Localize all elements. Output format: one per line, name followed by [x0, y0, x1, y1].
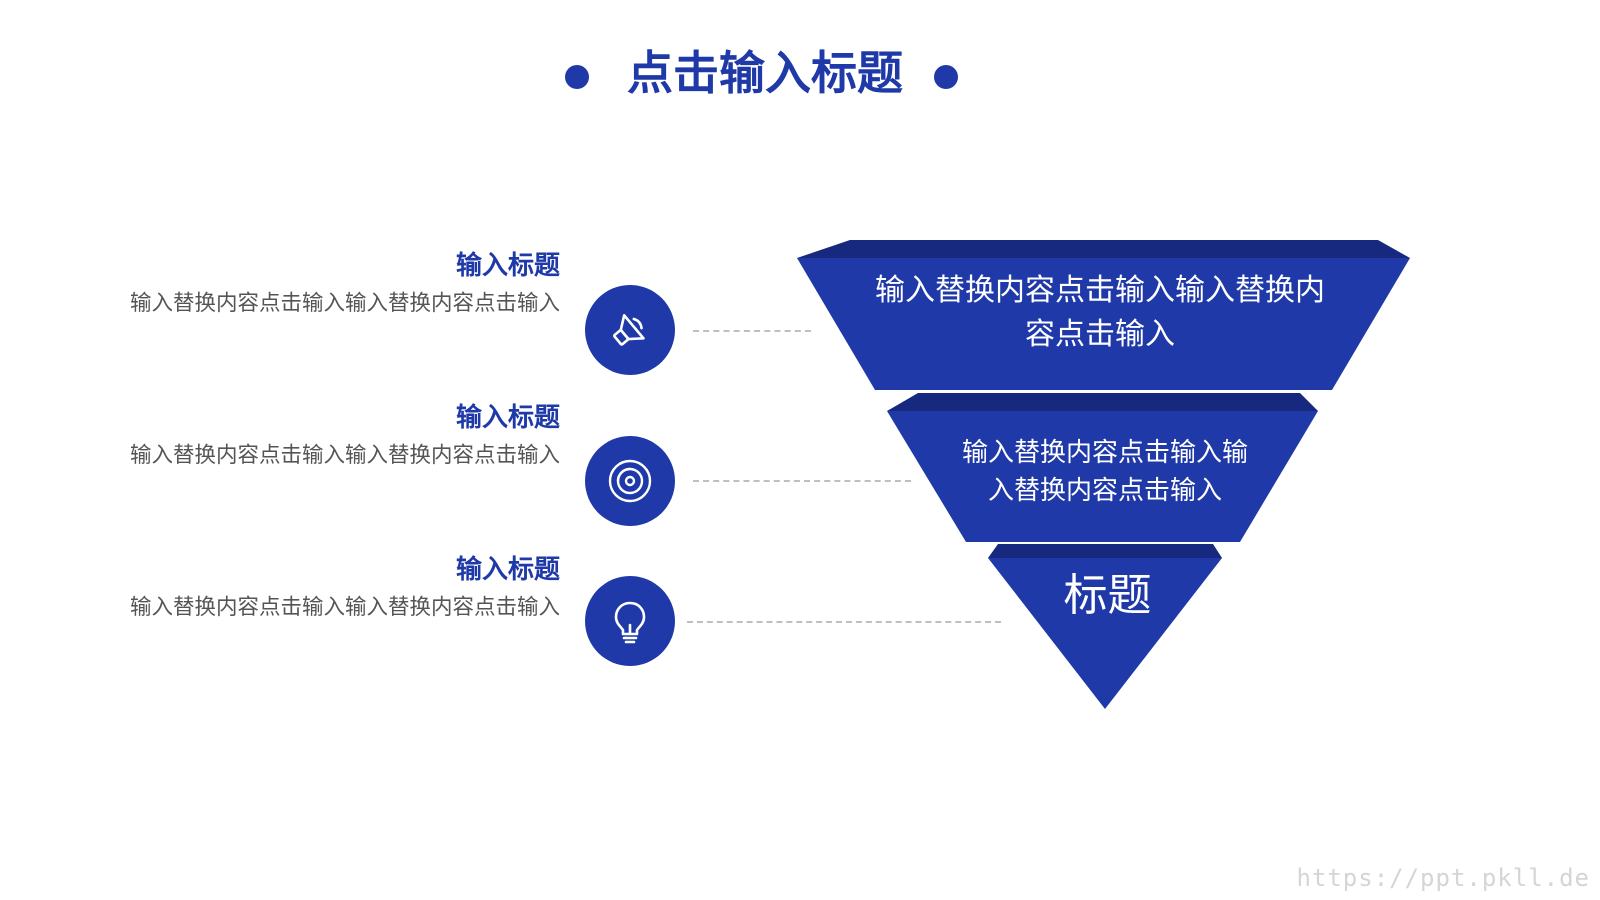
title-row: 点击输入标题 [0, 38, 1600, 108]
watermark: https://ppt.pkll.de [1296, 864, 1590, 892]
page-title[interactable]: 点击输入标题 [627, 46, 903, 100]
title-bullet-right [934, 65, 958, 89]
item-body[interactable]: 输入替换内容点击输入输入替换内容点击输入 [129, 443, 560, 468]
funnel-level-2 [887, 393, 1318, 542]
item-heading[interactable]: 输入标题 [455, 555, 560, 585]
item-body[interactable]: 输入替换内容点击输入输入替换内容点击输入 [129, 291, 560, 316]
funnel-level-3 [988, 544, 1222, 709]
item-text-block-3: 输入标题 输入替换内容点击输入输入替换内容点击输入 [100, 552, 560, 626]
connector-line-1 [693, 330, 811, 332]
item-body[interactable]: 输入替换内容点击输入输入替换内容点击输入 [129, 595, 560, 620]
connector-line-3 [687, 621, 1001, 623]
item-text-block-2: 输入标题 输入替换内容点击输入输入替换内容点击输入 [100, 400, 560, 474]
item-heading[interactable]: 输入标题 [455, 403, 560, 433]
title-bullet-left [565, 65, 589, 89]
funnel-level-1-text[interactable]: 输入替换内容点击输入输入替换内容点击输入 [875, 273, 1325, 352]
lightbulb-icon [614, 601, 646, 644]
disc-icon [608, 459, 652, 503]
item-icon-circle-1 [585, 285, 675, 375]
funnel-level-1 [797, 240, 1410, 390]
item-icon-circle-3 [585, 576, 675, 666]
funnel-level-3-text[interactable]: 标题 [1063, 570, 1152, 621]
item-text-block-1: 输入标题 输入替换内容点击输入输入替换内容点击输入 [100, 248, 560, 322]
speaker-icon [612, 313, 645, 346]
item-icon-circle-2 [585, 436, 675, 526]
connector-line-2 [693, 480, 911, 482]
item-heading[interactable]: 输入标题 [455, 251, 560, 281]
funnel-level-2-text[interactable]: 输入替换内容点击输入输入替换内容点击输入 [961, 438, 1248, 506]
